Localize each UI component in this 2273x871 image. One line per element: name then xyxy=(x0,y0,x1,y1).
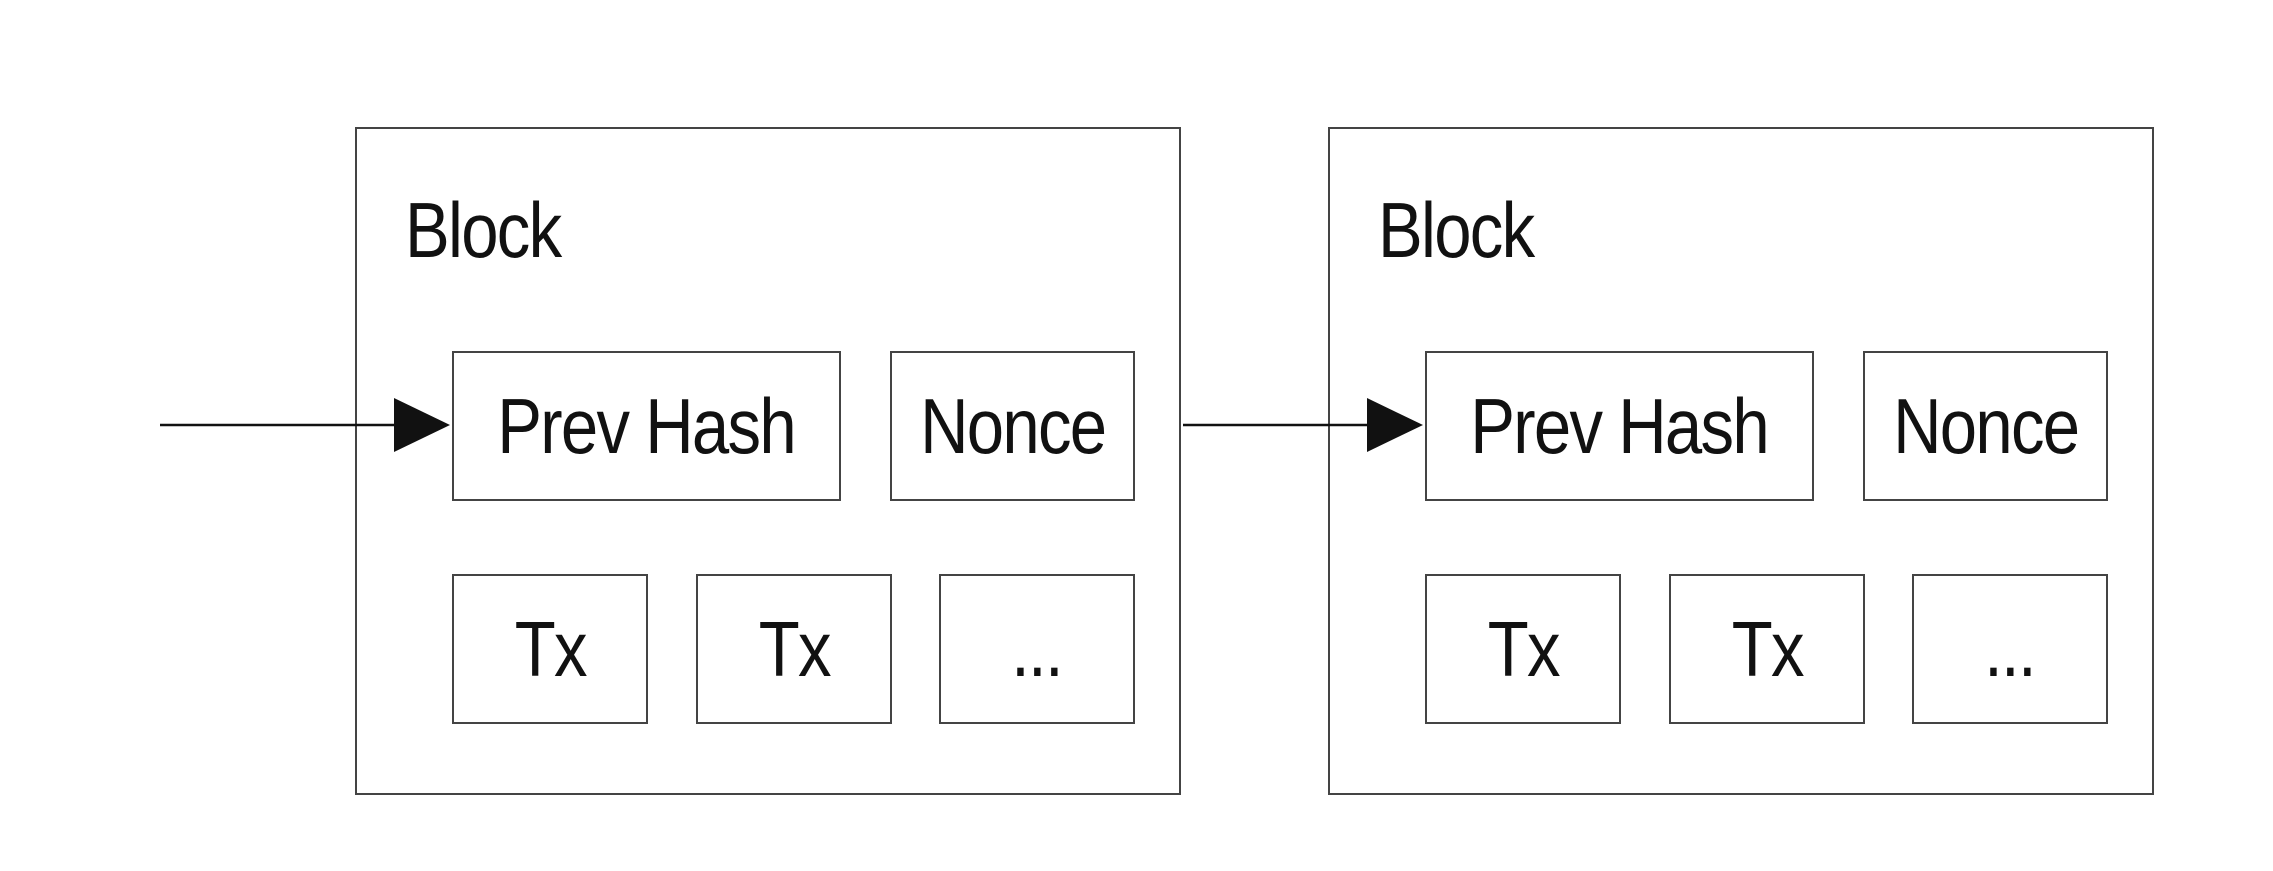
nonce-label: Nonce xyxy=(919,382,1107,470)
transaction-label: Tx xyxy=(1487,605,1560,693)
transaction-box: Tx xyxy=(1425,574,1621,724)
transaction-label: Tx xyxy=(514,605,587,693)
block-1: Block Prev Hash Nonce Tx Tx ... xyxy=(355,127,1181,795)
nonce-label: Nonce xyxy=(1892,382,2080,470)
more-transactions-box: ... xyxy=(1912,574,2108,724)
transaction-box: Tx xyxy=(1669,574,1865,724)
block-title: Block xyxy=(405,186,562,274)
prev-hash-label: Prev Hash xyxy=(1470,382,1770,470)
nonce-box: Nonce xyxy=(1863,351,2108,501)
nonce-box: Nonce xyxy=(890,351,1135,501)
more-transactions-box: ... xyxy=(939,574,1135,724)
block-2: Block Prev Hash Nonce Tx Tx ... xyxy=(1328,127,2154,795)
more-transactions-label: ... xyxy=(1984,605,2037,693)
more-transactions-label: ... xyxy=(1011,605,1064,693)
transaction-label: Tx xyxy=(758,605,831,693)
prev-hash-label: Prev Hash xyxy=(497,382,797,470)
block-title: Block xyxy=(1378,186,1535,274)
transaction-box: Tx xyxy=(452,574,648,724)
prev-hash-box: Prev Hash xyxy=(452,351,841,501)
prev-hash-box: Prev Hash xyxy=(1425,351,1814,501)
transaction-label: Tx xyxy=(1731,605,1804,693)
transaction-box: Tx xyxy=(696,574,892,724)
